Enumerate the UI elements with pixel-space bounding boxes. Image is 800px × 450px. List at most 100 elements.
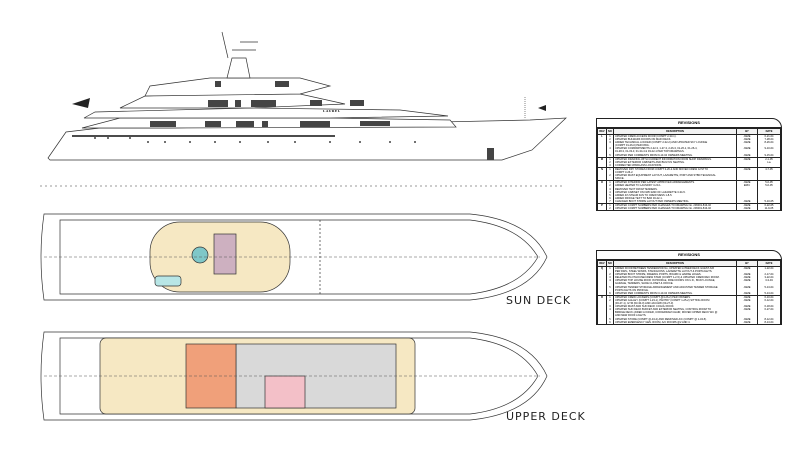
upper-deck-plan (40, 331, 548, 421)
rev-date (757, 190, 781, 194)
revision-row: 01-28-3, 01-33-3, 01-34-4 & 03-22-1 PER … (597, 150, 781, 154)
rev-date (757, 193, 781, 197)
rev-date (757, 311, 781, 315)
rev-description: UPDATED EMERGENCY GEN. ROOM, A/C ROOMS @… (613, 320, 737, 324)
revision-row: BRIDGE DECK (AIDED LOCKER, COFFERDAM CHA… (597, 311, 781, 315)
rev-item-no: 2 (606, 207, 614, 211)
rev-date: 6-18-04 (757, 305, 781, 309)
rev-date (757, 177, 781, 181)
windows (94, 81, 494, 160)
header-date: DATE (757, 128, 781, 135)
upper-deck-label: UPPER DECK (506, 410, 586, 423)
rev-description: UPDATED COMPT NUMBERS PER CHANGES TO DRA… (613, 207, 737, 211)
rev-date: 5-10-05 (757, 199, 781, 204)
revision-row: PER DWG, STEEL WINDS, STANCHIONS, LAZARE… (597, 270, 781, 274)
rev-date (757, 171, 781, 175)
rev-date (757, 282, 781, 286)
bow-flag (538, 105, 546, 111)
revision-row: (COMPT 01-26-0) PER DWG. (597, 144, 781, 148)
sun-deck-label: SUN DECK (506, 294, 572, 307)
rev-date: 2-17-04 (757, 273, 781, 277)
main-deck-house (81, 117, 457, 129)
rev-date: 9-10-04 (757, 147, 781, 151)
rev-date (757, 144, 781, 148)
rev-date (757, 163, 781, 168)
rev-date (757, 150, 781, 154)
rev-by: JAME (736, 320, 758, 324)
rev-date: 5-13-04 (757, 285, 781, 289)
ship-name: LAUREL (323, 109, 341, 113)
rev-date: 2-1-05 (757, 156, 781, 161)
rev-date (757, 196, 781, 200)
gym-area (213, 233, 237, 275)
rev-date: 8-26-04 (757, 141, 781, 145)
revision-row: COMPT 3-26-2. (597, 171, 781, 175)
rev-date: 3-3-04 (757, 279, 781, 283)
header-date: DATE (757, 260, 781, 267)
galley (264, 375, 306, 409)
revision-row: AND NEW ROOF LIGHTS. (597, 314, 781, 318)
rev-date: 8-12-04 (757, 317, 781, 321)
rev-date: 6-27-04 (757, 308, 781, 312)
revision-row: PORTLIGHTS ON PROFILE. (597, 288, 781, 292)
sun-awning (154, 275, 182, 287)
rev-date: 3-22-04 (757, 276, 781, 280)
radar-mast (226, 57, 251, 79)
rev-date: 6-21-04 (757, 134, 781, 139)
jacuzzi (191, 246, 209, 264)
sun-deck-house (144, 77, 332, 97)
sun-deck-plan (40, 213, 548, 301)
rev-item-no: 6 (606, 320, 614, 324)
revision-row: GARAGE, TENDERS, SLIDE CLOSET & OFFICE. (597, 282, 781, 286)
rev-date: 7-28-04 (757, 138, 781, 142)
rev-date: 5-6-05 (757, 180, 781, 185)
revisions-title: REVISIONS (597, 119, 781, 128)
rev-date: 1-22-04 (757, 266, 781, 271)
rev-by: JAME (736, 207, 758, 211)
rev-date: 9-15-04 (757, 153, 781, 158)
rev-date (757, 270, 781, 274)
rev-date: 6-22-05 (757, 203, 781, 208)
rev-date (757, 302, 781, 306)
upper-deck-house (83, 107, 449, 119)
rev-date: 6-12-04 (757, 298, 781, 303)
rev-date: 8-13-04 (757, 320, 781, 324)
rev-date (757, 288, 781, 292)
rev-date: n.a. (757, 160, 781, 164)
rev-date (757, 174, 781, 178)
rev-date: 6-10-04 (757, 294, 781, 299)
revisions-title: REVISIONS (597, 251, 781, 260)
revision-row: SPACE. (597, 177, 781, 181)
stern-flag (72, 98, 90, 108)
rev-date (757, 314, 781, 318)
